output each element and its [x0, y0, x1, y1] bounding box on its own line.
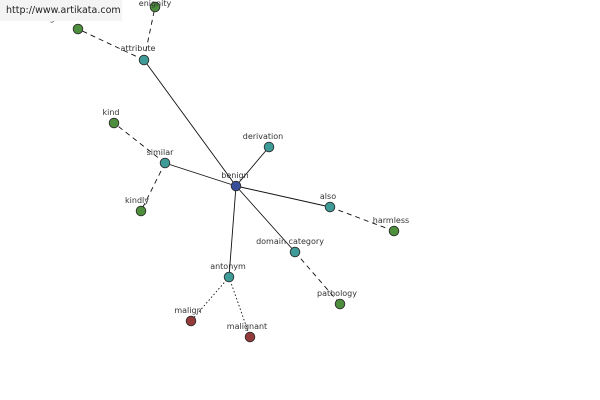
nodes-layer [72, 1, 400, 343]
node-kindly[interactable] [135, 205, 147, 217]
node-label-similar[interactable]: similar [147, 148, 175, 157]
edge-similar-kind [113, 122, 166, 164]
edge-benign-antonym [228, 185, 237, 278]
edges-layer [77, 6, 395, 338]
node-label-antonym[interactable]: antonym [210, 262, 246, 271]
node-also[interactable] [324, 201, 336, 213]
node-benign[interactable] [230, 180, 242, 192]
edge-benign-similar [164, 162, 237, 187]
node-pathology[interactable] [334, 298, 346, 310]
node-derivation[interactable] [263, 141, 275, 153]
node-benignity[interactable] [149, 1, 161, 13]
node-label-kindly[interactable]: kindly [125, 196, 149, 205]
node-label-harmless[interactable]: harmless [373, 216, 409, 225]
edge-attribute-benignancy [77, 28, 145, 61]
node-attribute[interactable] [138, 54, 150, 66]
node-label-derivation[interactable]: derivation [243, 132, 283, 141]
edge-domain-category-pathology [294, 251, 341, 305]
node-kind[interactable] [108, 117, 120, 129]
edge-also-harmless [329, 206, 395, 232]
labels-layer: benign attribute derivation similar also doma… [49, 0, 409, 331]
edge-antonym-malign [190, 276, 230, 322]
node-domain-category[interactable] [289, 246, 301, 258]
node-malignant[interactable] [244, 331, 256, 343]
node-label-benign[interactable]: benign [221, 171, 248, 180]
node-label-also[interactable]: also [320, 192, 336, 201]
node-harmless[interactable] [388, 225, 400, 237]
edge-benign-domain-category [235, 185, 296, 253]
node-label-kind[interactable]: kind [102, 108, 119, 117]
url-banner[interactable]: http://www.artikata.com [0, 0, 122, 21]
edge-attribute-benignity [143, 6, 156, 61]
edge-benign-derivation [235, 146, 270, 187]
node-similar[interactable] [159, 157, 171, 169]
edge-benign-attribute [143, 59, 237, 187]
node-antonym[interactable] [223, 271, 235, 283]
node-label-domain-category[interactable]: domain category [256, 237, 324, 246]
edge-antonym-malignant [228, 276, 251, 338]
node-benignancy[interactable] [72, 23, 84, 35]
node-malign[interactable] [185, 315, 197, 327]
node-label-malignant[interactable]: malignant [227, 322, 267, 331]
edge-benign-also [235, 185, 331, 208]
node-label-pathology[interactable]: pathology [317, 289, 357, 298]
node-label-malign[interactable]: malign [174, 306, 201, 315]
node-label-benignity[interactable]: enignity [139, 0, 172, 8]
node-label-attribute[interactable]: attribute [121, 44, 156, 53]
